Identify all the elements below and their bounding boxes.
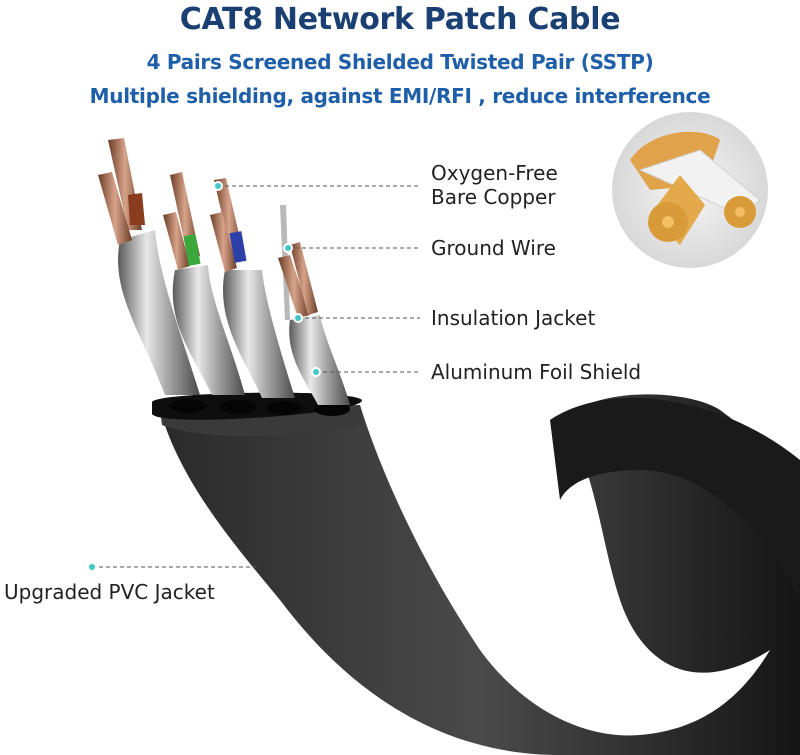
- callout-aluminum-foil: Aluminum Foil Shield: [431, 360, 642, 384]
- callout-copper: Oxygen-Free Bare Copper: [431, 161, 558, 209]
- callout-pvc-jacket: Upgraded PVC Jacket: [4, 580, 215, 604]
- subtitle-line-2: Multiple shielding, against EMI/RFI , re…: [89, 84, 711, 108]
- callout-insulation-jacket: Insulation Jacket: [431, 306, 596, 330]
- copper-detail-inset: [612, 112, 768, 268]
- callout-copper-line-1: Oxygen-Free: [431, 161, 558, 185]
- callout-ground-wire: Ground Wire: [431, 236, 556, 260]
- callout-copper-line-2: Bare Copper: [431, 185, 556, 209]
- pvc-jacket: [152, 392, 800, 755]
- callout-markers: [87, 181, 420, 572]
- twisted-pairs: [98, 138, 350, 405]
- subtitle-line-1: 4 Pairs Screened Shielded Twisted Pair (…: [146, 50, 654, 74]
- page-title: CAT8 Network Patch Cable: [179, 2, 621, 37]
